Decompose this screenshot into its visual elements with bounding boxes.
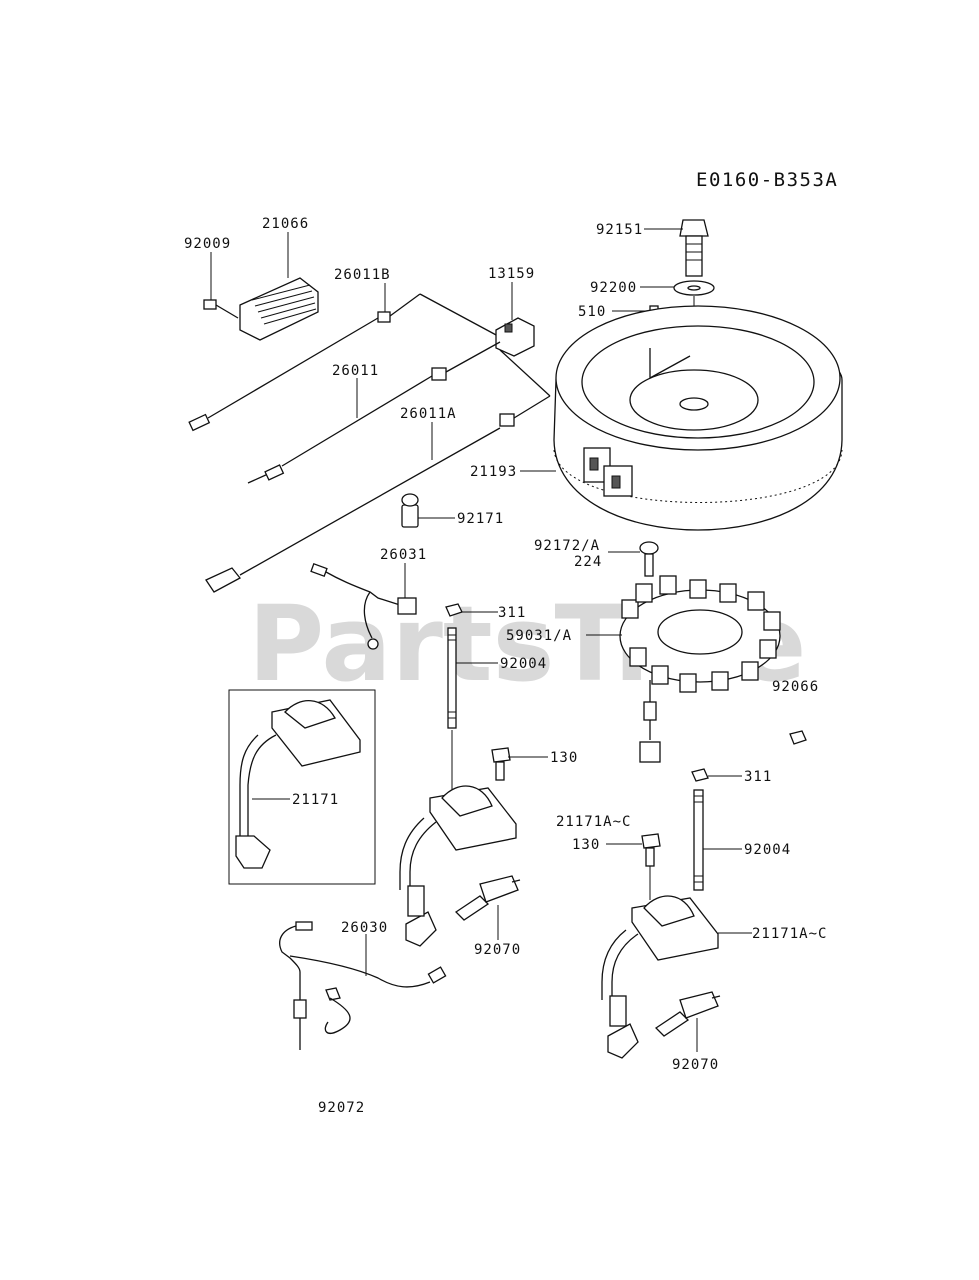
callout-224: 224 — [574, 554, 602, 570]
nut-92066 — [789, 730, 807, 745]
harness-26011 — [247, 341, 501, 484]
spark-plug-left — [454, 875, 521, 921]
bolt-92151 — [679, 219, 709, 277]
callout-92200: 92200 — [590, 280, 637, 296]
stud-92004-left — [447, 627, 457, 729]
callout-26011: 26011 — [332, 363, 379, 379]
harness-26011b — [188, 293, 499, 432]
cap-92171 — [401, 493, 419, 528]
callout-92004-left: 92004 — [500, 656, 547, 672]
harness-26031 — [310, 563, 417, 650]
regulator-21066 — [239, 277, 319, 341]
callout-26031: 26031 — [380, 547, 427, 563]
callout-13159: 13159 — [488, 266, 535, 282]
callout-21171ac-right: 21171A~C — [752, 926, 827, 942]
callout-26011a: 26011A — [400, 406, 457, 422]
harness-26030 — [279, 921, 447, 1050]
screw-130-right — [641, 833, 661, 867]
callout-26011b: 26011B — [334, 267, 391, 283]
callout-21193: 21193 — [470, 464, 517, 480]
ignition-coil-right — [601, 895, 719, 1059]
callout-92171: 92171 — [457, 511, 504, 527]
stud-92004-right — [693, 789, 704, 891]
callout-130-left: 130 — [550, 750, 578, 766]
screw-130-left — [491, 747, 511, 781]
washer-92200 — [673, 280, 715, 296]
ignition-coil-21171 — [235, 699, 361, 869]
callout-21171ac-top: 21171A~C — [556, 814, 631, 830]
callout-92004-right: 92004 — [744, 842, 791, 858]
diagram-code: E0160-B353A — [696, 169, 838, 191]
callout-92151: 92151 — [596, 222, 643, 238]
callout-311-right: 311 — [744, 769, 772, 785]
callout-130-right: 130 — [572, 837, 600, 853]
callout-92172a: 92172/A — [534, 538, 600, 554]
callout-510: 510 — [578, 304, 606, 320]
callout-59031a: 59031/A — [506, 628, 572, 644]
harness-26011a — [205, 349, 551, 593]
callout-26030: 26030 — [341, 920, 388, 936]
stator-59031a — [619, 575, 781, 763]
ignition-coil-left — [399, 785, 517, 947]
callout-21066: 21066 — [262, 216, 309, 232]
callout-92070-left: 92070 — [474, 942, 521, 958]
inset-box-21171 — [228, 689, 376, 885]
screw-92009 — [203, 299, 239, 319]
spark-plug-right — [654, 991, 721, 1037]
callout-92072: 92072 — [318, 1100, 365, 1116]
screw-92172 — [639, 541, 659, 577]
flywheel-21193 — [553, 305, 843, 531]
callout-92066: 92066 — [772, 679, 819, 695]
nut-311-right — [691, 768, 709, 782]
callout-92009: 92009 — [184, 236, 231, 252]
callout-21171: 21171 — [292, 792, 339, 808]
callout-311-left: 311 — [498, 605, 526, 621]
callout-92070-right: 92070 — [672, 1057, 719, 1073]
connector-13159 — [495, 317, 535, 357]
